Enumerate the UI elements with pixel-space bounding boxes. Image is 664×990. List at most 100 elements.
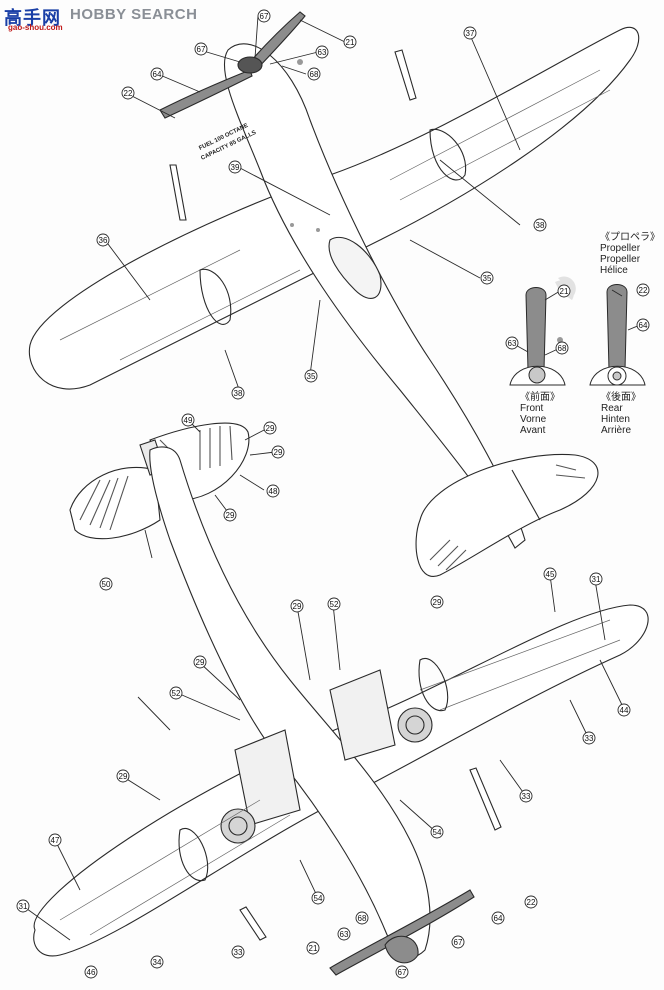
callout-bot-33b: 33 xyxy=(519,789,533,803)
callout-top-68: 68 xyxy=(307,67,321,81)
top-aircraft xyxy=(28,11,640,577)
bottom-aircraft xyxy=(33,446,649,976)
svg-text:67: 67 xyxy=(260,12,269,21)
callout-prop-21: 21 xyxy=(557,284,571,298)
front-caption-fr: Avant xyxy=(520,425,546,436)
callout-bot-67b: 67 xyxy=(395,965,409,979)
svg-text:47: 47 xyxy=(51,836,60,845)
svg-text:44: 44 xyxy=(620,706,629,715)
callout-prop-68: 68 xyxy=(555,341,569,355)
callout-bot-34: 34 xyxy=(150,955,164,969)
propeller-legend-heading: 《プロペラ》 Propeller Propeller Hélice xyxy=(600,232,660,276)
svg-text:48: 48 xyxy=(269,487,278,496)
svg-text:63: 63 xyxy=(508,339,517,348)
svg-text:64: 64 xyxy=(494,914,503,923)
svg-text:52: 52 xyxy=(172,689,181,698)
svg-text:67: 67 xyxy=(454,938,463,947)
svg-text:29: 29 xyxy=(433,598,442,607)
callout-bot-63: 63 xyxy=(337,927,351,941)
callout-top-35b: 35 xyxy=(304,369,318,383)
callout-bot-21: 21 xyxy=(306,941,320,955)
callout-top-39: 39 xyxy=(228,160,242,174)
callout-bot-29d: 29 xyxy=(430,595,444,609)
svg-text:68: 68 xyxy=(310,70,319,79)
watermark-cn-text: 高手网 xyxy=(4,8,61,29)
svg-text:29: 29 xyxy=(196,658,205,667)
wheel-left xyxy=(220,808,256,844)
callout-bot-64: 64 xyxy=(491,911,505,925)
svg-text:29: 29 xyxy=(119,772,128,781)
callout-bot-29c: 29 xyxy=(116,769,130,783)
callout-bot-45: 45 xyxy=(543,567,557,581)
svg-text:37: 37 xyxy=(466,29,475,38)
callout-bot-54a: 54 xyxy=(430,825,444,839)
svg-text:68: 68 xyxy=(358,914,367,923)
callout-bot-46: 46 xyxy=(84,965,98,979)
propeller-heading-en: Propeller xyxy=(600,243,641,254)
callouts-tail: 49 29 48 29 29 50 xyxy=(99,413,285,591)
svg-text:33: 33 xyxy=(234,948,243,957)
rear-caption-en: Rear xyxy=(601,403,623,414)
watermark-mark: 高手网 gao-shou.com xyxy=(4,4,66,32)
svg-text:29: 29 xyxy=(226,511,235,520)
callout-top-22: 22 xyxy=(121,86,135,100)
svg-text:38: 38 xyxy=(234,389,243,398)
callout-bot-68: 68 xyxy=(355,911,369,925)
callout-tail-29a: 29 xyxy=(263,421,277,435)
callouts-bottom: 45 31 29 29 52 29 52 29 44 33 33 47 54 5… xyxy=(16,567,631,979)
wheel-right xyxy=(397,707,433,743)
callout-top-38a: 38 xyxy=(533,218,547,232)
rear-caption-jp: 《後面》 xyxy=(601,392,641,403)
svg-text:29: 29 xyxy=(274,448,283,457)
callout-top-36: 36 xyxy=(96,233,110,247)
svg-text:68: 68 xyxy=(558,344,567,353)
svg-text:38: 38 xyxy=(536,221,545,230)
callout-top-37: 37 xyxy=(463,26,477,40)
svg-text:52: 52 xyxy=(330,600,339,609)
svg-text:34: 34 xyxy=(153,958,162,967)
callout-bot-52b: 52 xyxy=(327,597,341,611)
propeller-heading-de: Propeller xyxy=(600,254,641,265)
propeller-rear-caption: 《後面》 Rear Hinten Arrière xyxy=(601,392,641,436)
callout-bot-33a: 33 xyxy=(582,731,596,745)
callout-bot-44: 44 xyxy=(617,703,631,717)
svg-text:50: 50 xyxy=(102,580,111,589)
svg-text:63: 63 xyxy=(318,48,327,57)
svg-text:64: 64 xyxy=(639,321,648,330)
svg-text:54: 54 xyxy=(433,828,442,837)
callout-bot-29a: 29 xyxy=(290,599,304,613)
svg-text:21: 21 xyxy=(309,944,318,953)
callout-tail-29c: 29 xyxy=(223,508,237,522)
svg-text:45: 45 xyxy=(546,570,555,579)
svg-text:64: 64 xyxy=(153,70,162,79)
propeller-front-view xyxy=(509,280,575,386)
svg-text:33: 33 xyxy=(585,734,594,743)
callout-bot-31b: 31 xyxy=(16,899,30,913)
svg-text:36: 36 xyxy=(99,236,108,245)
callout-bot-47: 47 xyxy=(48,833,62,847)
callout-bot-29b: 29 xyxy=(193,655,207,669)
svg-text:21: 21 xyxy=(560,287,569,296)
front-caption-en: Front xyxy=(520,403,544,414)
svg-text:29: 29 xyxy=(293,602,302,611)
svg-text:67: 67 xyxy=(398,968,407,977)
svg-text:54: 54 xyxy=(314,894,323,903)
callout-prop-64: 64 xyxy=(636,318,650,332)
svg-text:22: 22 xyxy=(124,89,133,98)
svg-text:39: 39 xyxy=(231,163,240,172)
bottom-fuselage xyxy=(149,446,431,958)
svg-text:63: 63 xyxy=(340,930,349,939)
rear-caption-de: Hinten xyxy=(601,414,630,425)
callout-tail-49: 49 xyxy=(181,413,195,427)
callouts-top: 67 63 68 67 21 64 22 37 39 38 36 35 35 3… xyxy=(96,9,547,400)
callout-tail-29b: 29 xyxy=(271,445,285,459)
svg-text:33: 33 xyxy=(522,792,531,801)
svg-text:21: 21 xyxy=(346,38,355,47)
callout-bot-31a: 31 xyxy=(589,572,603,586)
callout-top-67b: 67 xyxy=(194,42,208,56)
callout-bot-22: 22 xyxy=(524,895,538,909)
callout-tail-50: 50 xyxy=(99,577,113,591)
watermark-url: gao-shou.com xyxy=(8,23,63,32)
callout-prop-63: 63 xyxy=(505,336,519,350)
